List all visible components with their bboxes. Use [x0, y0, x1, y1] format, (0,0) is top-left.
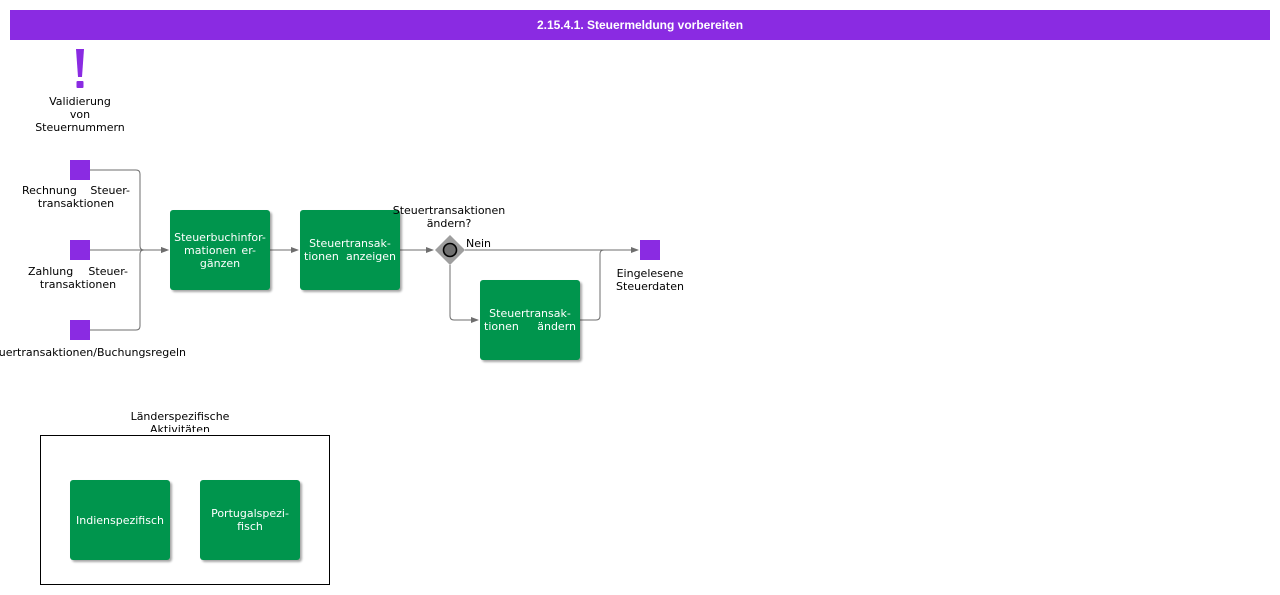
output-event[interactable] [640, 240, 660, 260]
diagram-title-bar: 2.15.4.1. Steuermeldung vorbereiten [10, 10, 1270, 40]
gateway-no-label: Nein [466, 237, 492, 250]
output-label: Eingelesene Steuerdaten [616, 267, 684, 293]
rules-label: Steuertransaktionen/Buchungsregeln [0, 346, 186, 359]
country-specific-group [40, 435, 330, 585]
task-complete-tax-book[interactable]: Steuerbuchinfor- mationen er- gänzen [170, 210, 270, 290]
diagram-title: 2.15.4.1. Steuermeldung vorbereiten [536, 18, 744, 32]
payment-tax-event[interactable] [70, 240, 90, 260]
connector-invoice-to-task [90, 169, 169, 253]
payment-tax-label: Zahlung Steuer- transaktionen [28, 265, 128, 291]
rules-event[interactable] [70, 320, 90, 340]
validation-label: Validierung von Steuernummern [35, 95, 125, 134]
invoice-tax-event[interactable] [70, 160, 90, 180]
exclamation-icon [76, 49, 84, 88]
gateway-label: Steuertransaktionen ändern? [392, 204, 506, 230]
task-show-tax-transactions[interactable]: Steuertransak- tionen anzeigen [300, 210, 400, 290]
gateway-diamond[interactable] [435, 235, 465, 265]
task-portugal-specific[interactable]: Portugalspezi- fisch [200, 480, 300, 560]
connector-gateway-to-change [449, 265, 479, 323]
task-change-tax-transactions[interactable]: Steuertransak- tionen ändern [480, 280, 580, 360]
task-india-specific[interactable]: Indienspezifisch [70, 480, 170, 560]
group-label: Länderspezifische Aktivitäten [130, 412, 230, 432]
connector-rules-to-task [90, 249, 145, 331]
invoice-tax-label: Rechnung Steuer- transaktionen [22, 184, 130, 210]
connector-change-to-output [580, 249, 605, 321]
